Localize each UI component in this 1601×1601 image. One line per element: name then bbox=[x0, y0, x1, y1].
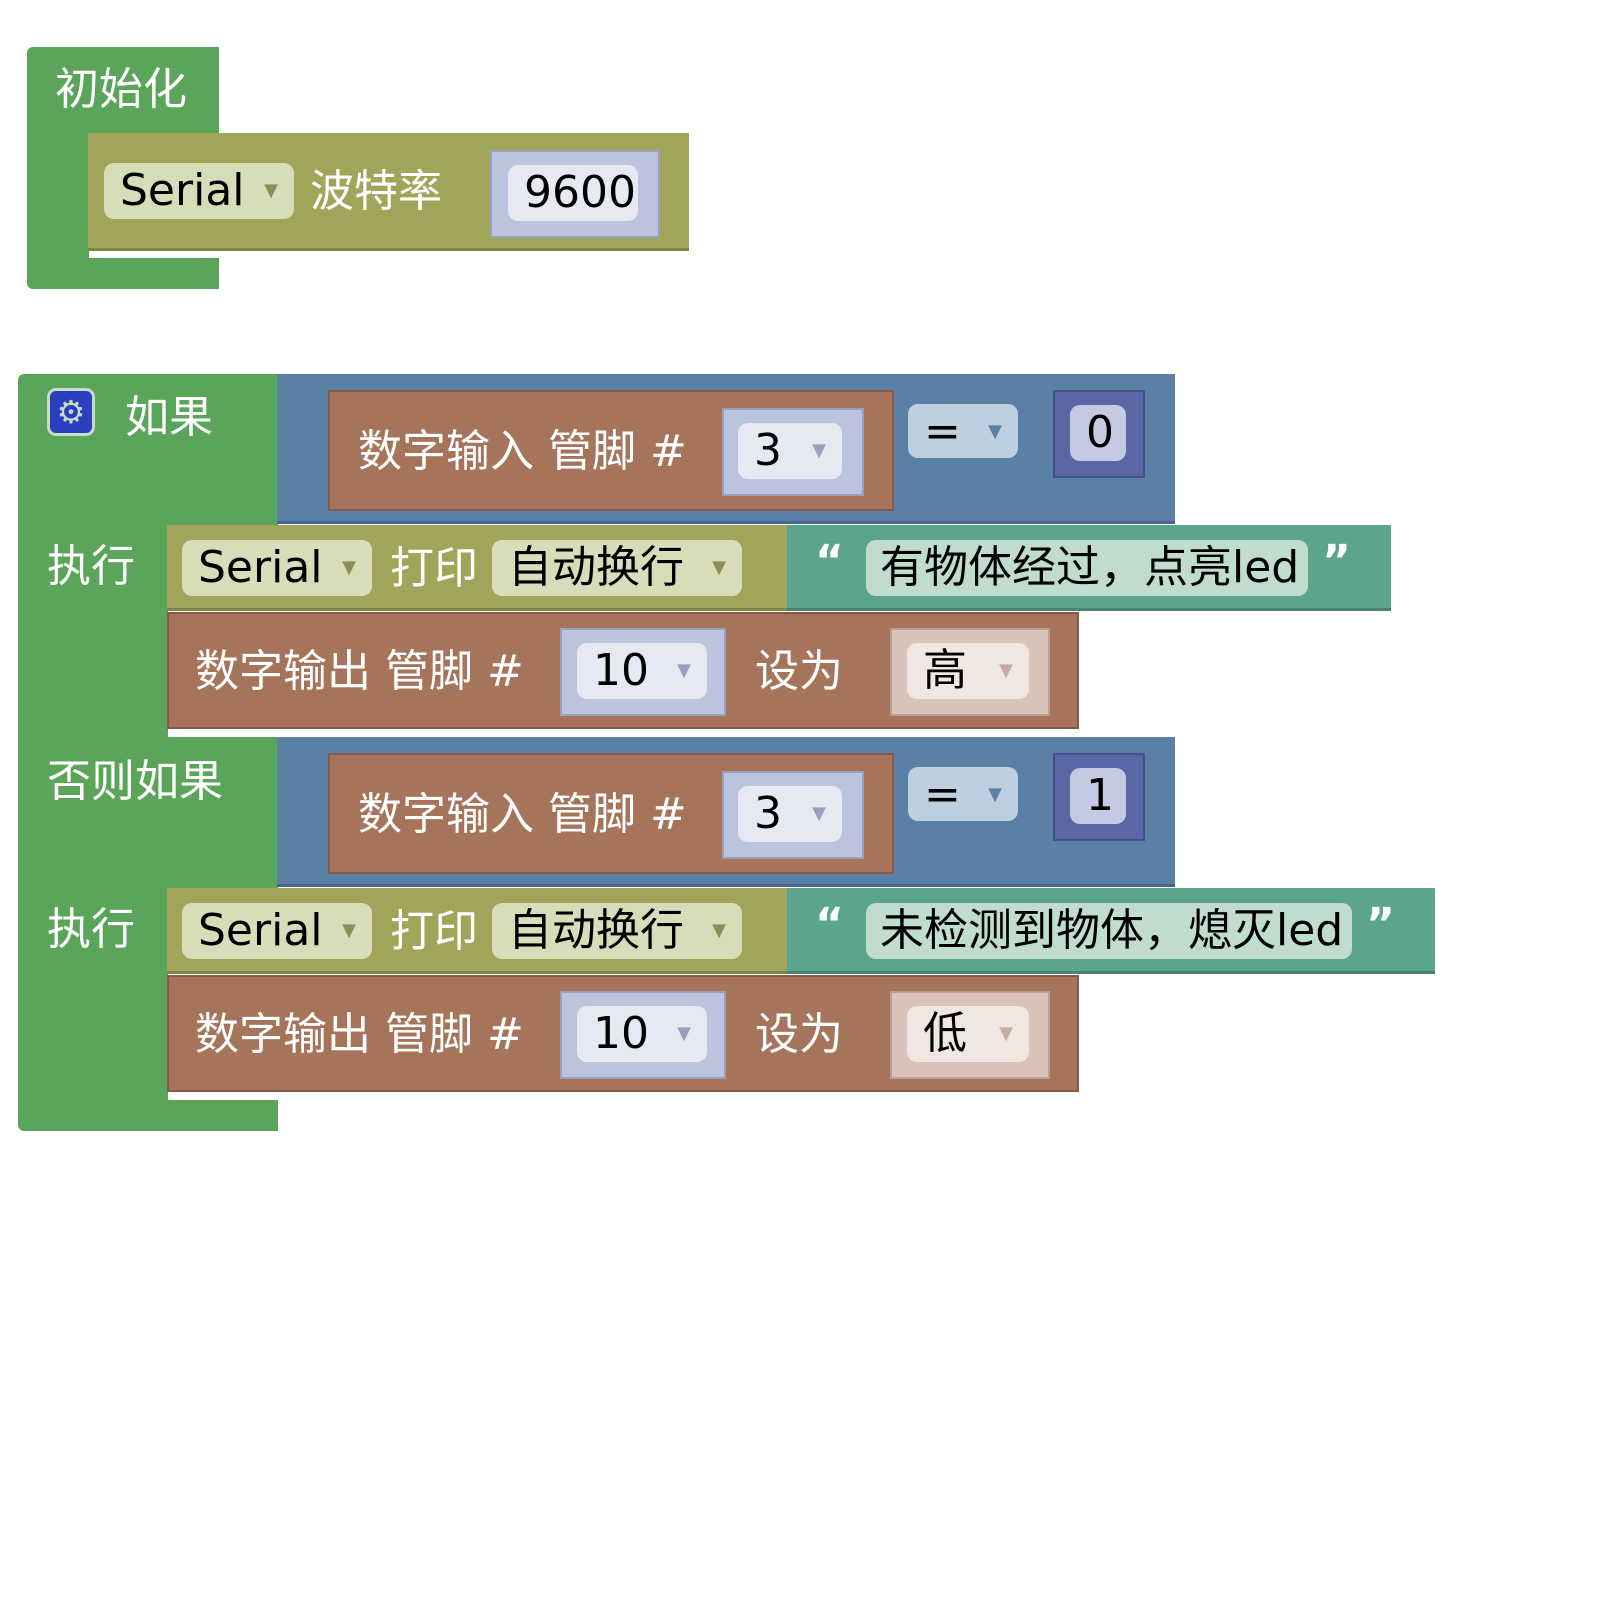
print-mode-value: 自动换行 bbox=[508, 905, 684, 956]
operator-value: = bbox=[924, 769, 961, 820]
if-arm-2 bbox=[18, 887, 168, 1101]
print-label: 打印 bbox=[390, 543, 478, 594]
do-label: 执行 bbox=[47, 541, 135, 592]
print-mode-value: 自动换行 bbox=[508, 542, 684, 593]
open-quote-icon: “ bbox=[815, 536, 844, 587]
pin-dropdown[interactable]: 10 ▼ bbox=[577, 643, 707, 699]
pin-value: 3 bbox=[754, 788, 782, 839]
gear-icon[interactable]: ⚙ bbox=[47, 388, 95, 436]
chevron-down-icon: ▼ bbox=[264, 180, 278, 201]
open-quote-icon: “ bbox=[815, 899, 844, 950]
chevron-down-icon: ▼ bbox=[988, 421, 1002, 442]
setup-block-arm bbox=[27, 133, 89, 258]
number-input[interactable]: 0 bbox=[1070, 405, 1126, 461]
if-bottom bbox=[18, 1100, 278, 1131]
set-label: 设为 bbox=[755, 646, 843, 697]
serial-port-dropdown[interactable]: Serial ▼ bbox=[182, 540, 372, 596]
number-value: 1 bbox=[1086, 770, 1114, 821]
number-value: 0 bbox=[1086, 407, 1114, 458]
pin-value: 10 bbox=[593, 645, 649, 696]
chevron-down-icon: ▼ bbox=[712, 920, 726, 941]
pin-dropdown[interactable]: 3▼ bbox=[738, 786, 842, 842]
pin-value: 10 bbox=[593, 1008, 649, 1059]
level-dropdown[interactable]: 高▼ bbox=[907, 643, 1029, 699]
print-label: 打印 bbox=[390, 906, 478, 957]
text-input[interactable]: 未检测到物体，熄灭led bbox=[866, 903, 1352, 959]
close-quote-icon: ” bbox=[1366, 899, 1395, 950]
chevron-down-icon: ▼ bbox=[812, 440, 826, 461]
if-arm-1 bbox=[18, 525, 168, 738]
elseif-row bbox=[18, 737, 278, 888]
text-value: 未检测到物体，熄灭led bbox=[880, 905, 1344, 956]
chevron-down-icon: ▼ bbox=[999, 1023, 1013, 1044]
digital-write-label: 数字输出 管脚 # bbox=[195, 646, 524, 697]
chevron-down-icon: ▼ bbox=[677, 660, 691, 681]
level-value: 低 bbox=[923, 1008, 967, 1059]
serial-port-value: Serial bbox=[198, 905, 323, 956]
pin-value: 3 bbox=[754, 425, 782, 476]
elseif-label: 否则如果 bbox=[47, 756, 223, 807]
baud-input[interactable]: 9600 bbox=[508, 165, 638, 221]
chevron-down-icon: ▼ bbox=[342, 557, 356, 578]
setup-title: 初始化 bbox=[55, 64, 187, 115]
operator-dropdown[interactable]: =▼ bbox=[908, 767, 1018, 821]
chevron-down-icon: ▼ bbox=[812, 803, 826, 824]
setup-block[interactable] bbox=[27, 47, 219, 133]
pin-dropdown[interactable]: 3▼ bbox=[738, 423, 842, 479]
if-label: 如果 bbox=[125, 392, 213, 443]
text-value: 有物体经过，点亮led bbox=[880, 542, 1300, 593]
digital-write-label: 数字输出 管脚 # bbox=[195, 1009, 524, 1060]
serial-port-dropdown[interactable]: Serial ▼ bbox=[104, 163, 294, 219]
level-value: 高 bbox=[923, 645, 967, 696]
text-input[interactable]: 有物体经过，点亮led bbox=[866, 540, 1308, 596]
chevron-down-icon: ▼ bbox=[999, 660, 1013, 681]
pin-dropdown[interactable]: 10 ▼ bbox=[577, 1006, 707, 1062]
operator-value: = bbox=[924, 406, 961, 457]
serial-port-value: Serial bbox=[120, 165, 245, 216]
baud-value: 9600 bbox=[524, 167, 636, 218]
do2-label: 执行 bbox=[47, 904, 135, 955]
serial-port-value: Serial bbox=[198, 542, 323, 593]
baud-label: 波特率 bbox=[310, 166, 442, 217]
digital-read-label: 数字输入 管脚 # bbox=[358, 426, 687, 477]
level-dropdown[interactable]: 低▼ bbox=[907, 1006, 1029, 1062]
operator-dropdown[interactable]: =▼ bbox=[908, 404, 1018, 458]
chevron-down-icon: ▼ bbox=[677, 1023, 691, 1044]
print-mode-dropdown[interactable]: 自动换行 ▼ bbox=[492, 903, 742, 959]
serial-port-dropdown[interactable]: Serial ▼ bbox=[182, 903, 372, 959]
number-input[interactable]: 1 bbox=[1070, 768, 1126, 824]
digital-read-label: 数字输入 管脚 # bbox=[358, 789, 687, 840]
chevron-down-icon: ▼ bbox=[988, 784, 1002, 805]
close-quote-icon: ” bbox=[1322, 536, 1351, 587]
chevron-down-icon: ▼ bbox=[342, 920, 356, 941]
chevron-down-icon: ▼ bbox=[712, 557, 726, 578]
set-label: 设为 bbox=[755, 1009, 843, 1060]
print-mode-dropdown[interactable]: 自动换行 ▼ bbox=[492, 540, 742, 596]
setup-block-bottom bbox=[27, 258, 219, 289]
